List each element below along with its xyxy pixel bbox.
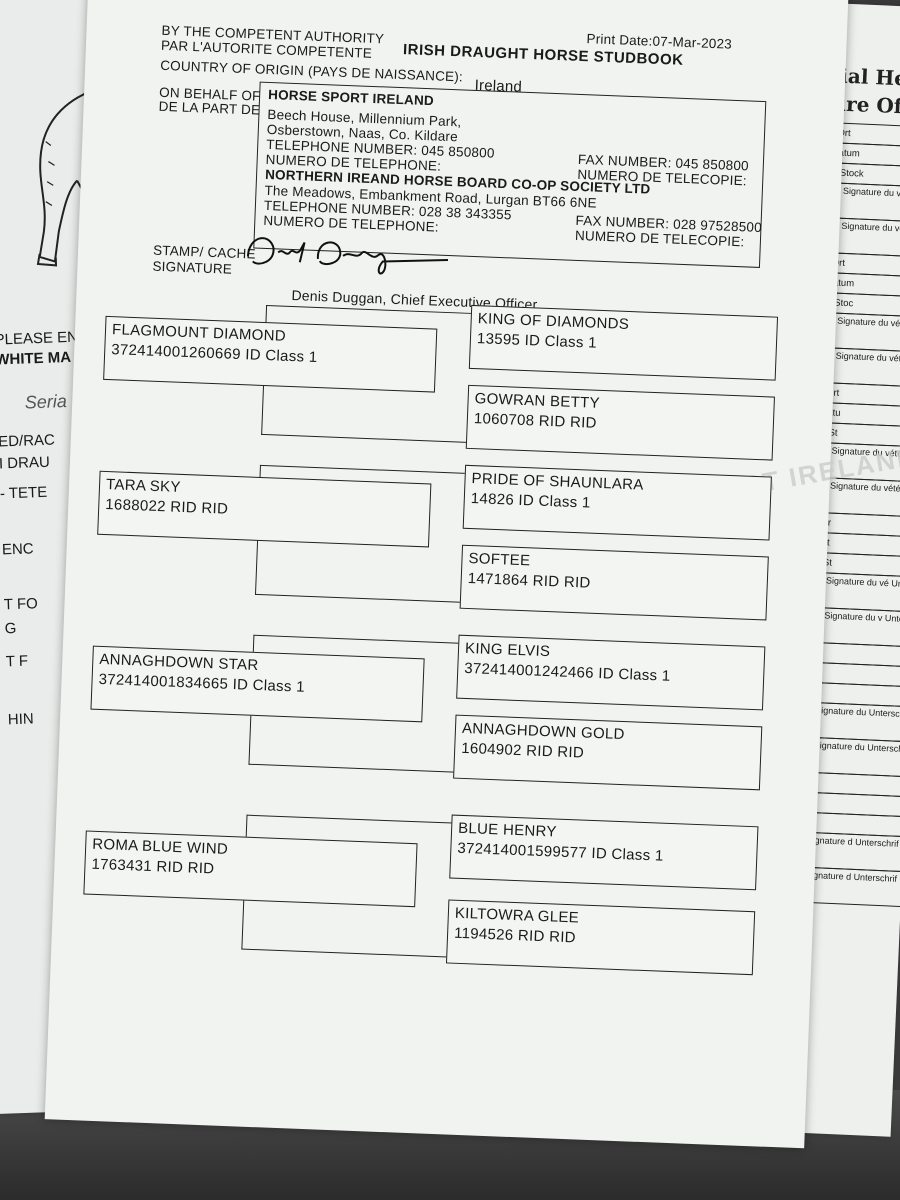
left-fragment: - TETE [0, 483, 48, 503]
horse-name: ROMA BLUE WIND [91, 835, 229, 858]
horse-id: 372414001599577 ID Class 1 [457, 839, 664, 865]
left-fragment: ED/RAC [0, 431, 56, 451]
horse-id: 1471864 RID RID [467, 569, 591, 592]
left-fragment: T F [5, 652, 29, 671]
horse-id: 1060708 RID RID [473, 410, 598, 432]
pedigree-document: BY THE COMPETENT AUTHORITY PAR L'AUTORIT… [44, 0, 900, 1149]
left-fragment: I DRAU [0, 453, 51, 473]
horse-name: ANNAGHDOWN GOLD [461, 719, 626, 744]
horse-id: 372414001834665 ID Class 1 [98, 670, 306, 696]
horse-id: 14826 ID Class 1 [470, 490, 591, 512]
left-fragment: PLEASE EN [0, 328, 79, 349]
horse-id: 1688022 RID RID [105, 496, 229, 518]
handwritten-signature [246, 237, 449, 275]
horse-name: KING OF DIAMONDS [477, 310, 630, 333]
horse-name: KING ELVIS [464, 639, 551, 661]
horse-id: 372414001242466 ID Class 1 [463, 659, 671, 685]
behalf-fr: DE LA PART DE [158, 98, 261, 118]
horse-name: BLUE HENRY [457, 819, 558, 841]
horse-name: KILTOWRA GLEE [454, 904, 580, 927]
horse-id: 1763431 RID RID [91, 855, 215, 878]
country-label: COUNTRY OF ORIGIN (PAYS DE NAISSANCE): [159, 57, 464, 85]
left-fragment: HIN [7, 710, 34, 729]
horse-id: 13595 ID Class 1 [476, 330, 598, 352]
horse-name: GOWRAN BETTY [474, 390, 601, 412]
left-fragment: WHITE MA [0, 348, 72, 369]
horse-name: ANNAGHDOWN STAR [99, 650, 259, 674]
horse-id: 1604902 RID RID [460, 739, 585, 762]
horse-id: 372414001260669 ID Class 1 [110, 341, 318, 367]
left-fragment: G [4, 619, 17, 638]
left-fragment: T FO [3, 595, 39, 614]
left-fragment: Seria [24, 391, 68, 413]
signature-label: SIGNATURE [152, 258, 233, 277]
horse-name: SOFTEE [468, 549, 531, 570]
org1-name: HORSE SPORT IRELAND [267, 86, 435, 109]
horse-name: TARA SKY [105, 476, 182, 496]
left-fragment: ENC [1, 540, 34, 559]
horse-id: 1194526 RID RID [453, 924, 577, 947]
